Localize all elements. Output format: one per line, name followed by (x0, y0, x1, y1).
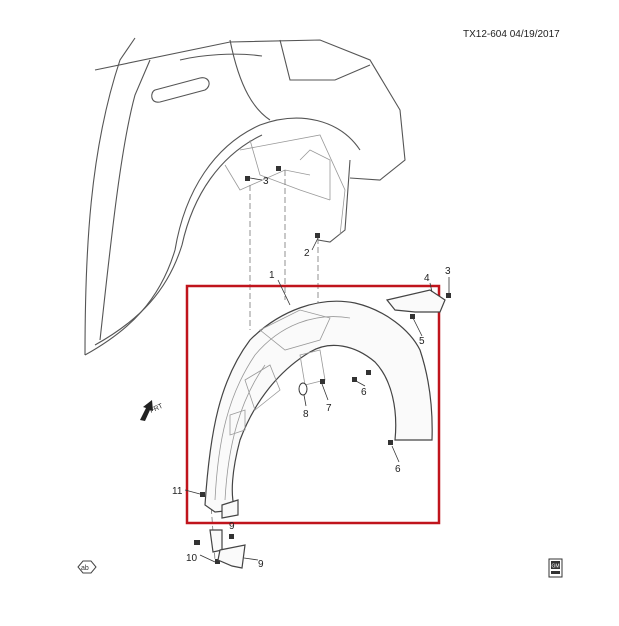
callout-2: 2 (304, 248, 310, 259)
highlight-box (185, 284, 441, 525)
leader-lines (184, 177, 450, 563)
fasteners (194, 166, 451, 564)
callout-4: 4 (424, 273, 430, 284)
callout-5: 5 (419, 336, 425, 347)
svg-text:GM: GM (552, 564, 560, 570)
mud-flap-part (209, 529, 246, 569)
callout-9b: 9 (258, 559, 264, 570)
callout-11: 11 (172, 486, 183, 497)
wheelhouse-liner (204, 300, 433, 519)
bracket-part (385, 289, 446, 313)
callout-6: 6 (361, 387, 367, 398)
callout-6b: 6 (395, 464, 401, 475)
vehicle-body-outline (84, 37, 406, 356)
svg-text:ab: ab (81, 565, 89, 572)
gm-logo-icon: GM (548, 558, 563, 578)
front-direction-arrow-icon: FRT (140, 400, 165, 421)
callout-8: 8 (303, 409, 309, 420)
callout-7: 7 (326, 403, 332, 414)
callout-3b: 3 (445, 266, 451, 277)
callout-10: 10 (186, 553, 198, 564)
callout-9: 9 (229, 521, 235, 532)
diagram-reference-code: TX12-604 04/19/2017 (463, 29, 560, 40)
callout-1: 1 (269, 270, 275, 281)
ab-symbol-icon: ab (77, 560, 97, 574)
callout-3: 3 (263, 176, 269, 187)
